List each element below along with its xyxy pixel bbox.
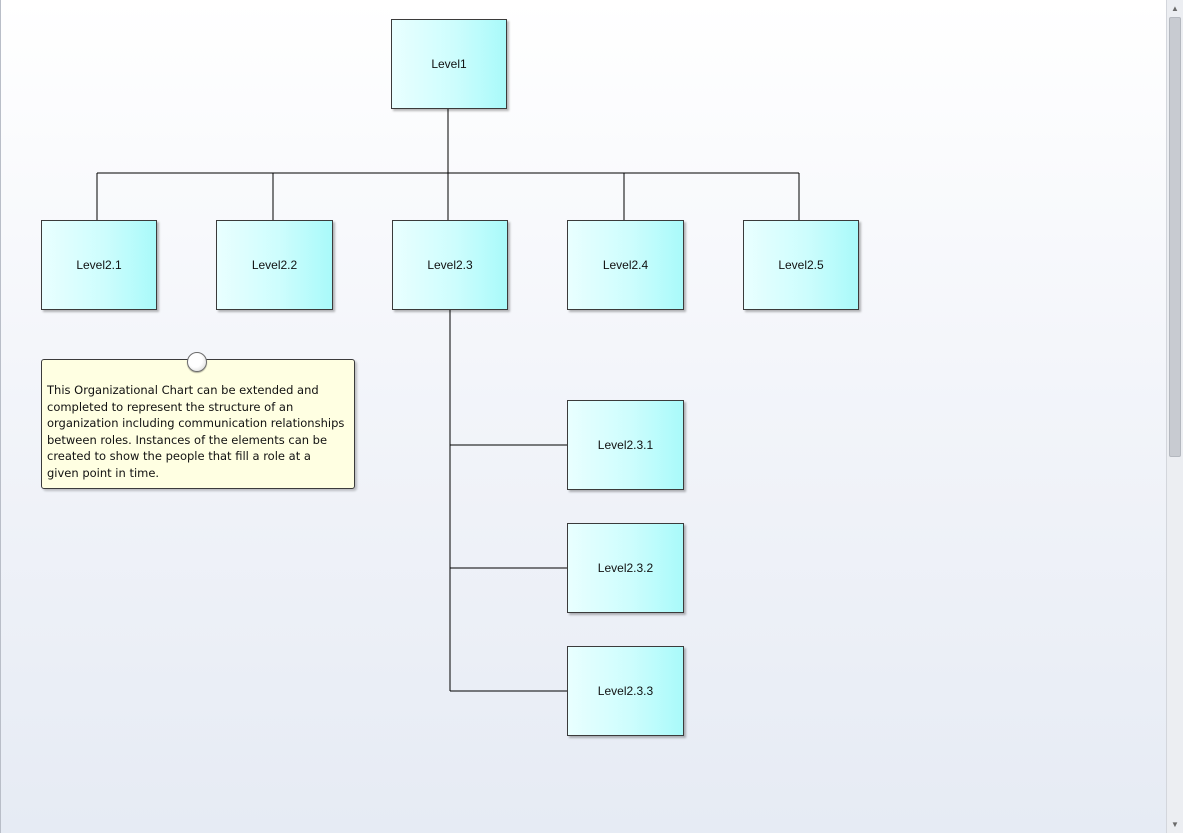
note-text: This Organizational Chart can be extende… — [47, 383, 345, 480]
node-level2-3-2[interactable]: Level2.3.2 — [567, 523, 684, 613]
diagram-note[interactable]: This Organizational Chart can be extende… — [41, 359, 355, 489]
node-label: Level2.3.2 — [597, 561, 654, 575]
node-level2-1[interactable]: Level2.1 — [41, 220, 157, 310]
vertical-scrollbar[interactable]: ▲ ▼ — [1166, 0, 1183, 833]
node-label: Level2.2 — [251, 258, 298, 272]
node-level2-4[interactable]: Level2.4 — [567, 220, 684, 310]
node-label: Level2.1 — [76, 258, 122, 272]
node-level2-3[interactable]: Level2.3 — [392, 220, 508, 310]
node-label: Level2.4 — [602, 258, 649, 272]
node-level2-2[interactable]: Level2.2 — [216, 220, 333, 310]
note-pin-icon — [187, 352, 207, 372]
node-level1[interactable]: Level1 — [391, 19, 507, 109]
node-level2-5[interactable]: Level2.5 — [743, 220, 859, 310]
scroll-down-arrow-icon[interactable]: ▼ — [1171, 820, 1179, 829]
node-label: Level2.3 — [427, 258, 473, 272]
node-label: Level1 — [431, 57, 467, 71]
node-level2-3-3[interactable]: Level2.3.3 — [567, 646, 684, 736]
scrollbar-thumb[interactable] — [1169, 17, 1181, 457]
node-label: Level2.5 — [778, 258, 824, 272]
node-label: Level2.3.3 — [597, 684, 654, 698]
scroll-up-arrow-icon[interactable]: ▲ — [1171, 4, 1179, 13]
node-level2-3-1[interactable]: Level2.3.1 — [567, 400, 684, 490]
node-label: Level2.3.1 — [597, 438, 654, 452]
